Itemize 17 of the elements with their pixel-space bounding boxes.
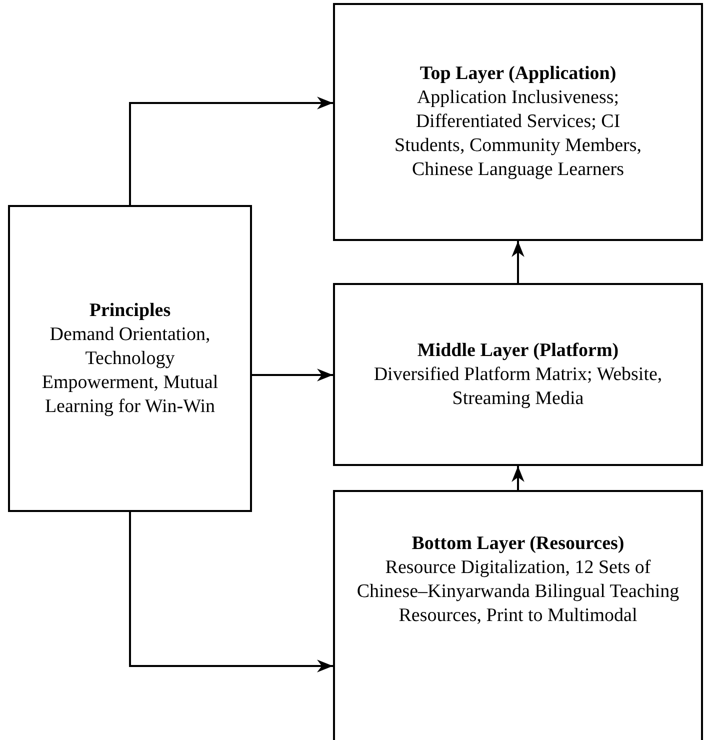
arrow — [129, 512, 333, 672]
box-text: Application Inclusiveness; Differentiated Services; CI Students, Community Members, Chinese Language Learners — [394, 86, 642, 182]
arrow — [252, 368, 333, 382]
arrow — [129, 96, 333, 205]
layer-box — [333, 490, 703, 740]
arrow — [512, 241, 524, 283]
box-heading: Top Layer (Application) — [420, 62, 616, 86]
box-text: Resource Digitalization, 12 Sets of Chinese–Kinyarwanda Bilingual Teaching Resources, Print to Multimodal — [356, 556, 680, 628]
layer-box — [333, 3, 703, 241]
box-heading: Bottom Layer (Resources) — [412, 532, 624, 556]
box-text: Demand Orientation, Technology Empowerment, Mutual Learning for Win-Win — [40, 322, 220, 418]
box-heading: Middle Layer (Platform) — [417, 338, 619, 362]
box-heading: Principles — [89, 298, 171, 322]
box-text: Diversified Platform Matrix; Website, Streaming Media — [372, 362, 664, 410]
arrow — [512, 466, 524, 490]
layer-box — [333, 283, 703, 466]
layer-box — [8, 205, 252, 512]
